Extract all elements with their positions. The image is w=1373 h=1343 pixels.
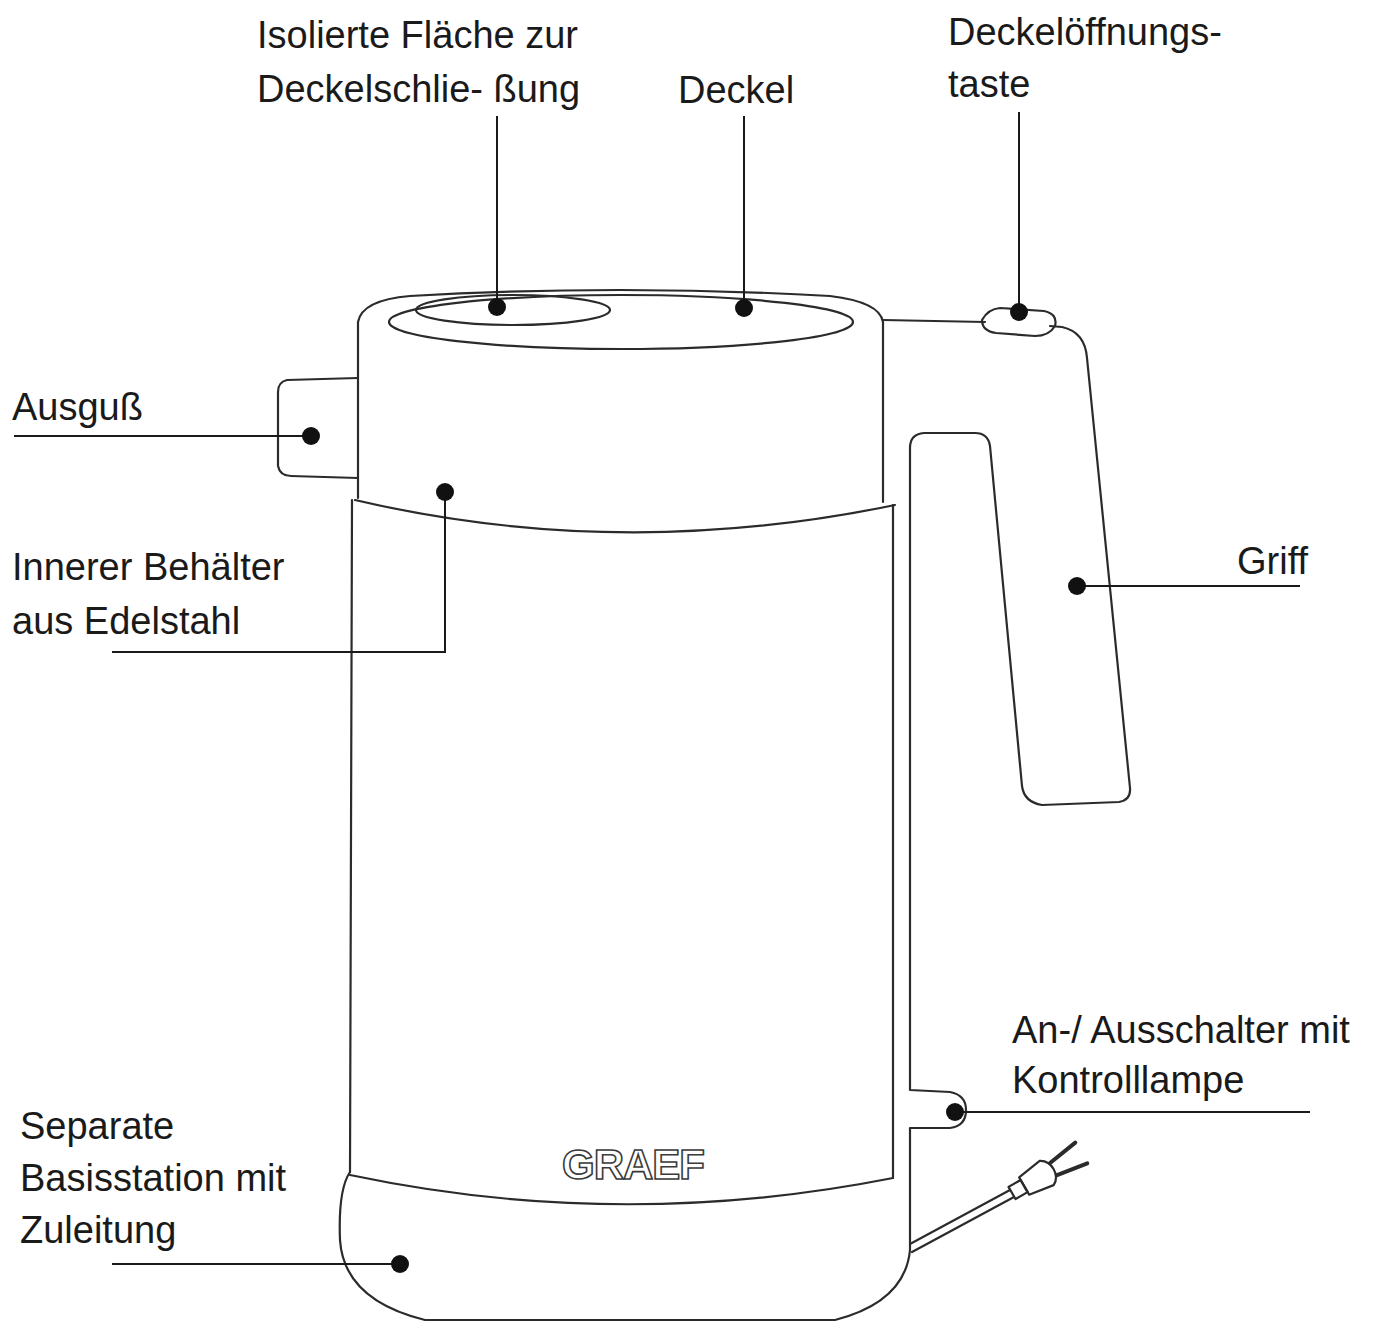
leader-line bbox=[112, 1263, 400, 1265]
plug bbox=[1005, 1141, 1088, 1205]
insulated-area bbox=[416, 295, 610, 325]
leader-dot bbox=[946, 1103, 964, 1121]
spout bbox=[278, 378, 358, 478]
leader-dot bbox=[436, 483, 454, 501]
part-label: Innerer Behälter aus Edelstahl bbox=[12, 540, 342, 648]
leader-dot bbox=[391, 1255, 409, 1273]
kettle-body bbox=[350, 500, 893, 1178]
part-label: Isolierte Fläche zur Deckelschlie- ßung bbox=[257, 8, 587, 116]
leader-dot bbox=[1068, 577, 1086, 595]
lid bbox=[389, 295, 853, 349]
part-label: An-/ Ausschalter mit Kontrolllampe bbox=[1012, 1005, 1362, 1105]
part-label: Deckel bbox=[678, 63, 878, 117]
leader-dot bbox=[735, 299, 753, 317]
leader-line bbox=[955, 1111, 1310, 1113]
leader-dot bbox=[488, 298, 506, 316]
leader-dot bbox=[1010, 303, 1028, 321]
leader-line bbox=[1018, 112, 1020, 312]
part-label: Ausguß bbox=[12, 384, 272, 430]
leader-dot bbox=[302, 427, 320, 445]
leader-line bbox=[496, 116, 498, 307]
part-label: Separate Basisstation mit Zuleitung bbox=[20, 1100, 350, 1256]
cord bbox=[910, 1190, 1014, 1252]
upper-band bbox=[355, 322, 895, 532]
leader-line bbox=[14, 435, 311, 437]
leader-line bbox=[743, 116, 745, 308]
leader-line bbox=[1077, 585, 1300, 587]
brand-logo: GRAEF bbox=[562, 1140, 742, 1190]
part-label: Griff bbox=[1237, 538, 1367, 584]
part-label: Deckelöffnungs- taste bbox=[948, 6, 1268, 110]
base-station bbox=[340, 1172, 910, 1320]
